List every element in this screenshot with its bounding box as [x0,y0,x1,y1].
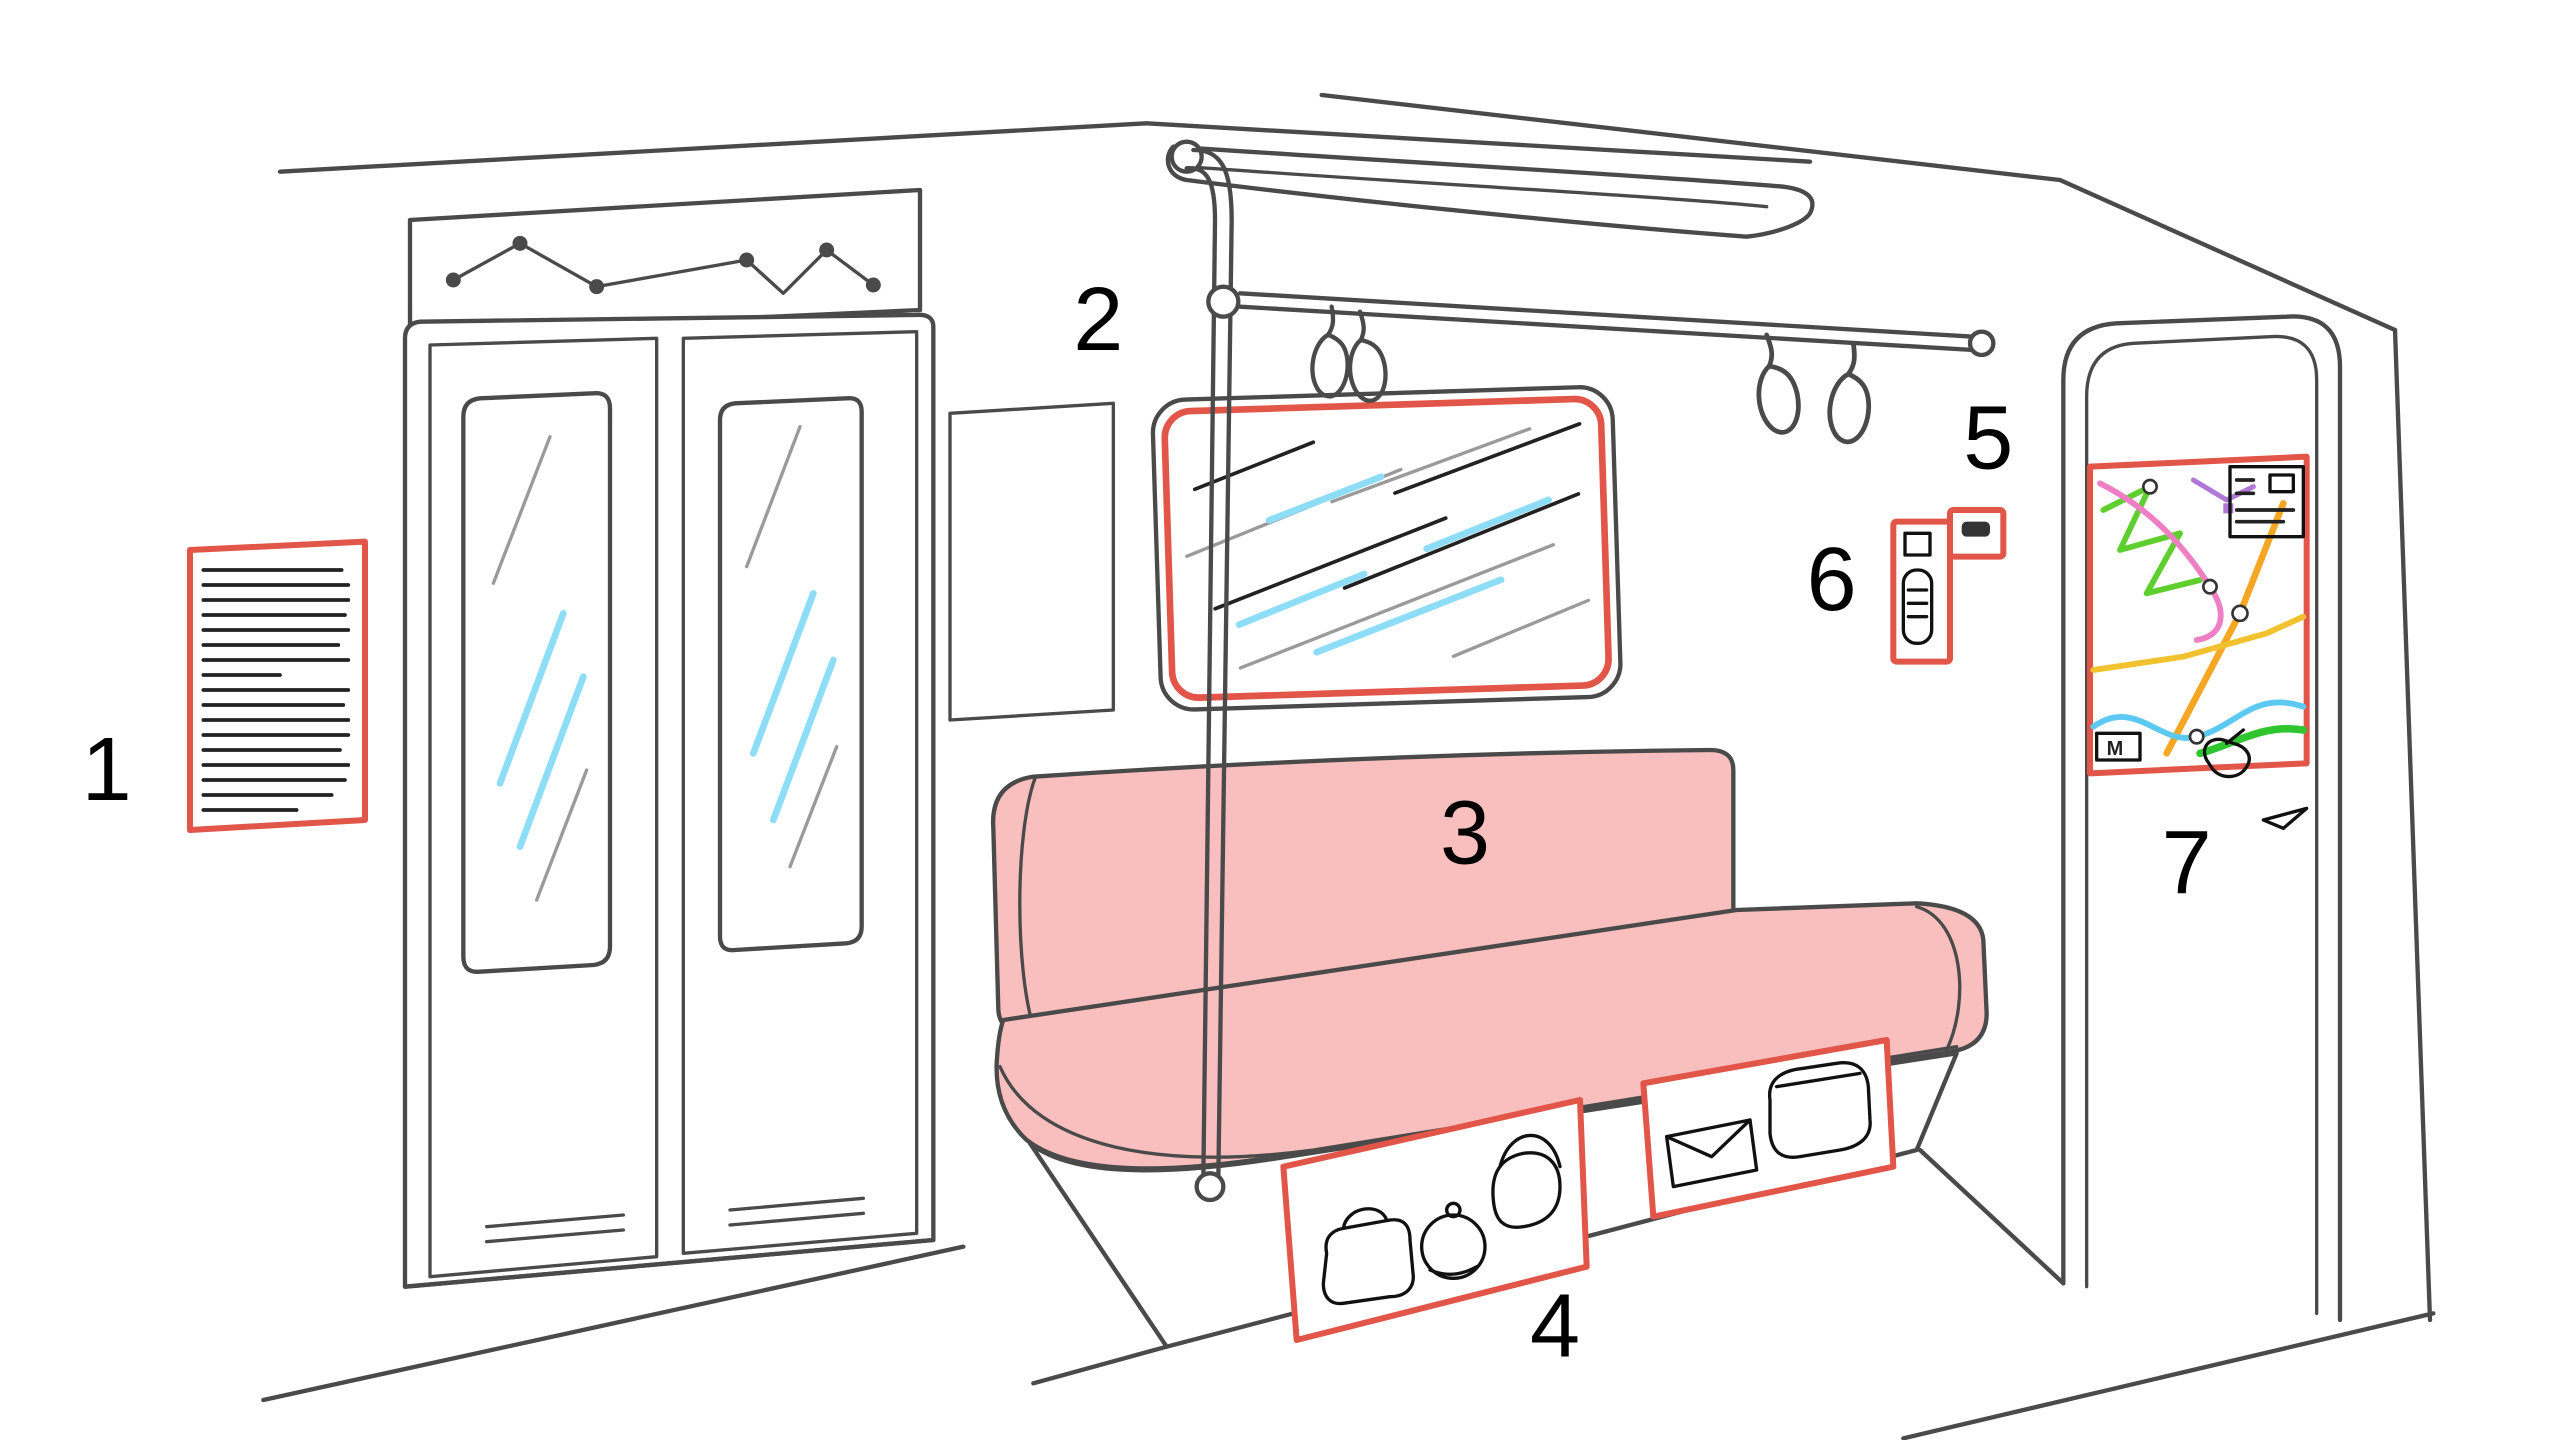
map-logo-text: M [2107,738,2124,760]
shoulder-bag-strap [1498,1133,1562,1169]
shoulder-bag-icon [1491,1151,1562,1229]
window-red-frame [1161,395,1612,701]
envelope-flap [1665,1118,1752,1159]
duffel-zipper [1775,1071,1862,1089]
air-duct-seam [1185,165,1769,209]
left-door-panel [428,336,659,1279]
map-logo: M [2095,731,2142,762]
pole-floor-joint [1194,1171,1226,1203]
air-duct [1165,144,1815,239]
pole-hook-inner [1184,166,1218,223]
car-structure [261,92,2436,1440]
handbag-handle [1341,1207,1389,1231]
floor-wall-line-right [1917,1147,2066,1286]
callout-6: 6 [1807,530,1857,630]
cushion-front-contour [998,1045,1959,1159]
pole-left-line [1201,219,1218,1181]
intercom-button [1961,521,1990,537]
left-floor-line [261,1244,966,1403]
map-legend [2228,465,2306,539]
left-ceiling-line [277,121,1149,174]
window-glass-streaks [1185,422,1591,670]
end-door-inner-frame [2085,334,2319,1316]
right-door-window [717,396,864,953]
rail-top-line [1237,291,1976,339]
luggage-items-left [1321,1133,1562,1306]
callout-2: 2 [1073,270,1123,370]
end-door-outer-frame [2061,314,2343,1323]
hand-strap-icon [1310,306,1351,398]
intercom-display [1903,531,1932,557]
ceiling-front-edge [1144,121,1813,164]
intercom-handset-icon [1901,568,1934,646]
bench-backrest [990,747,1736,1033]
under-seat-storage [1027,1037,1959,1349]
handrail [1237,291,1996,358]
strip-panel [407,187,923,336]
callout-7: 7 [2162,813,2212,913]
callout-5: 5 [1963,388,2013,488]
sliding-doors [402,312,936,1289]
envelope-bag-icon [1665,1118,1759,1189]
advertisement-frame [948,401,1116,722]
left-door-window [461,391,613,974]
bench-seat [990,747,1989,1171]
hand-strap-icon [1345,310,1388,402]
strip-dots [445,235,881,295]
floor-wall-line-left [1031,1344,1169,1386]
right-wall-corner [2392,327,2433,1323]
pole-rail-collar [1206,284,1241,319]
cushion-end-contour [1915,905,1962,1052]
right-floor-line [1901,1311,2436,1440]
pot-lid-knob [1445,1201,1462,1219]
pole-right-line [1216,219,1234,1181]
callout-4: 4 [1530,1277,1580,1377]
door-threshold [402,1237,936,1289]
rail-end-cap [1967,329,1996,358]
luggage-items-right [1665,1061,1872,1189]
handbag-icon [1321,1218,1416,1306]
intercom-speaker-grill [1906,588,1929,619]
callout-1: 1 [82,720,132,820]
right-door-panel [681,330,919,1256]
pole-hook-outer [1191,147,1234,223]
wall-notice-poster [187,538,369,833]
hand-strap-icon [1750,332,1802,435]
route-map-poster: M [2087,453,2310,830]
poster-text-lines [201,568,351,812]
end-door: M [2061,314,2343,1323]
callouts: 1 2 3 4 5 6 7 [82,270,2212,1377]
callout-3: 3 [1440,783,1490,883]
pot-base [1428,1265,1479,1276]
car-window [1150,385,1623,712]
backrest-end-contour [1018,776,1037,1029]
grab-pole [1169,139,1241,1203]
pointing-hand-icon [2202,728,2251,779]
cursor-arrow-icon [2261,806,2309,830]
hand-strap-icon [1827,342,1876,444]
far-ceiling-line [1319,92,2398,333]
door-kick-vents [485,1196,865,1244]
duffel-bag-icon [1768,1061,1872,1159]
door-frame [402,312,936,1289]
line-map-strip [407,187,923,336]
intercom-unit [1890,507,2007,665]
